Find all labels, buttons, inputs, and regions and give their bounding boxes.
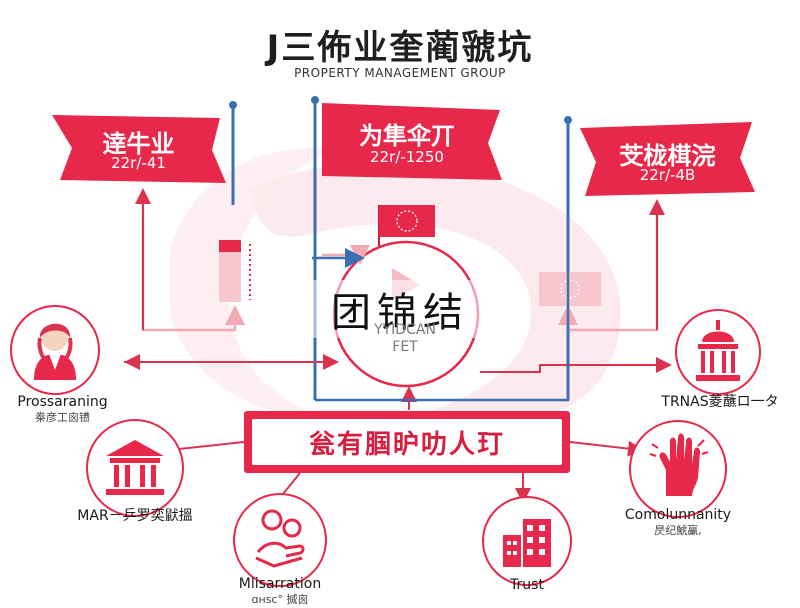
flag-center-label: 为隼伞丌 22r/-1250 [322, 112, 492, 172]
blue-connectors [312, 120, 570, 402]
person-icon [34, 323, 76, 380]
node-bottom-left-label: Mlisarration ɑнsc° 搣囪 [205, 576, 355, 608]
node-right-top-title: TRNAS菱蘸ロ一タ [661, 394, 779, 410]
right-small-flag [539, 272, 601, 306]
page-subtitle: PROPERTY MANAGEMENT GROUP [294, 66, 506, 80]
city-buildings-icon [503, 519, 551, 567]
node-left-mid-title: MAR－乒罗奕鼣搵 [77, 508, 193, 524]
flag-left [52, 115, 226, 183]
background-swirl [170, 148, 621, 430]
center-caption-line1: YYIDCAN [374, 322, 436, 338]
node-bottom-left-title: Mlisarration [238, 576, 322, 592]
hand-coins-icon [255, 509, 305, 568]
center-small-flag [378, 205, 435, 258]
flag-center-title: 为隼伞丌 [359, 122, 455, 150]
flag-center [322, 103, 502, 180]
flag-right-value: 22r/-4B [639, 166, 696, 184]
main-banner-text: 瓮有腘昈叻人玎 [308, 429, 505, 460]
node-left-mid-label: MAR－乒罗奕鼣搵 [55, 508, 215, 524]
page-title: J三佈业奎蔺虢坑 [266, 28, 534, 68]
node-left-top-label: Prossaraning 桊彦工囪镄 [0, 394, 125, 426]
main-banner-inner: 瓮有腘昈叻人玎 [252, 419, 562, 465]
flag-center-value: 22r/-1250 [370, 148, 444, 166]
hand-signal-icon [649, 433, 709, 496]
center-caption-line2: FET [392, 339, 418, 355]
center-overlay-text: 团锦结 [300, 280, 500, 338]
node-bottom-center-title: Trust [510, 577, 544, 593]
node-right-mid-label: Comolunnanity 昃纪鯱臝, [598, 507, 758, 539]
capitol-dome-icon [696, 320, 740, 381]
node-bottom-center-label: Trust [477, 577, 577, 593]
bank-building-icon [106, 440, 164, 495]
main-banner: 瓮有腘昈叻人玎 [244, 411, 570, 473]
flag-left-label: 逹牛业 22r/-41 [56, 122, 221, 180]
flag-left-title: 逹牛业 [102, 130, 175, 158]
center-caption: YYIDCAN FET [320, 322, 490, 356]
left-small-banner [219, 240, 251, 302]
node-right-top-label: TRNAS菱蘸ロ一タ [640, 394, 800, 410]
node-left-top-title: Prossaraning [17, 394, 108, 410]
node-left-top-sub: 桊彦工囪镄 [35, 411, 90, 424]
flag-left-value: 22r/-41 [111, 154, 166, 172]
node-right-mid-title: Comolunnanity [624, 507, 732, 523]
flag-right-label: 芠栊榵浣 22r/-4B [585, 132, 750, 192]
red-arrows [120, 188, 672, 514]
flag-right [580, 122, 755, 196]
node-bottom-left-sub: ɑнsc° 搣囪 [251, 593, 309, 606]
node-right-mid-sub: 昃纪鯱臝, [654, 524, 702, 537]
flag-right-title: 芠栊榵浣 [619, 142, 716, 170]
